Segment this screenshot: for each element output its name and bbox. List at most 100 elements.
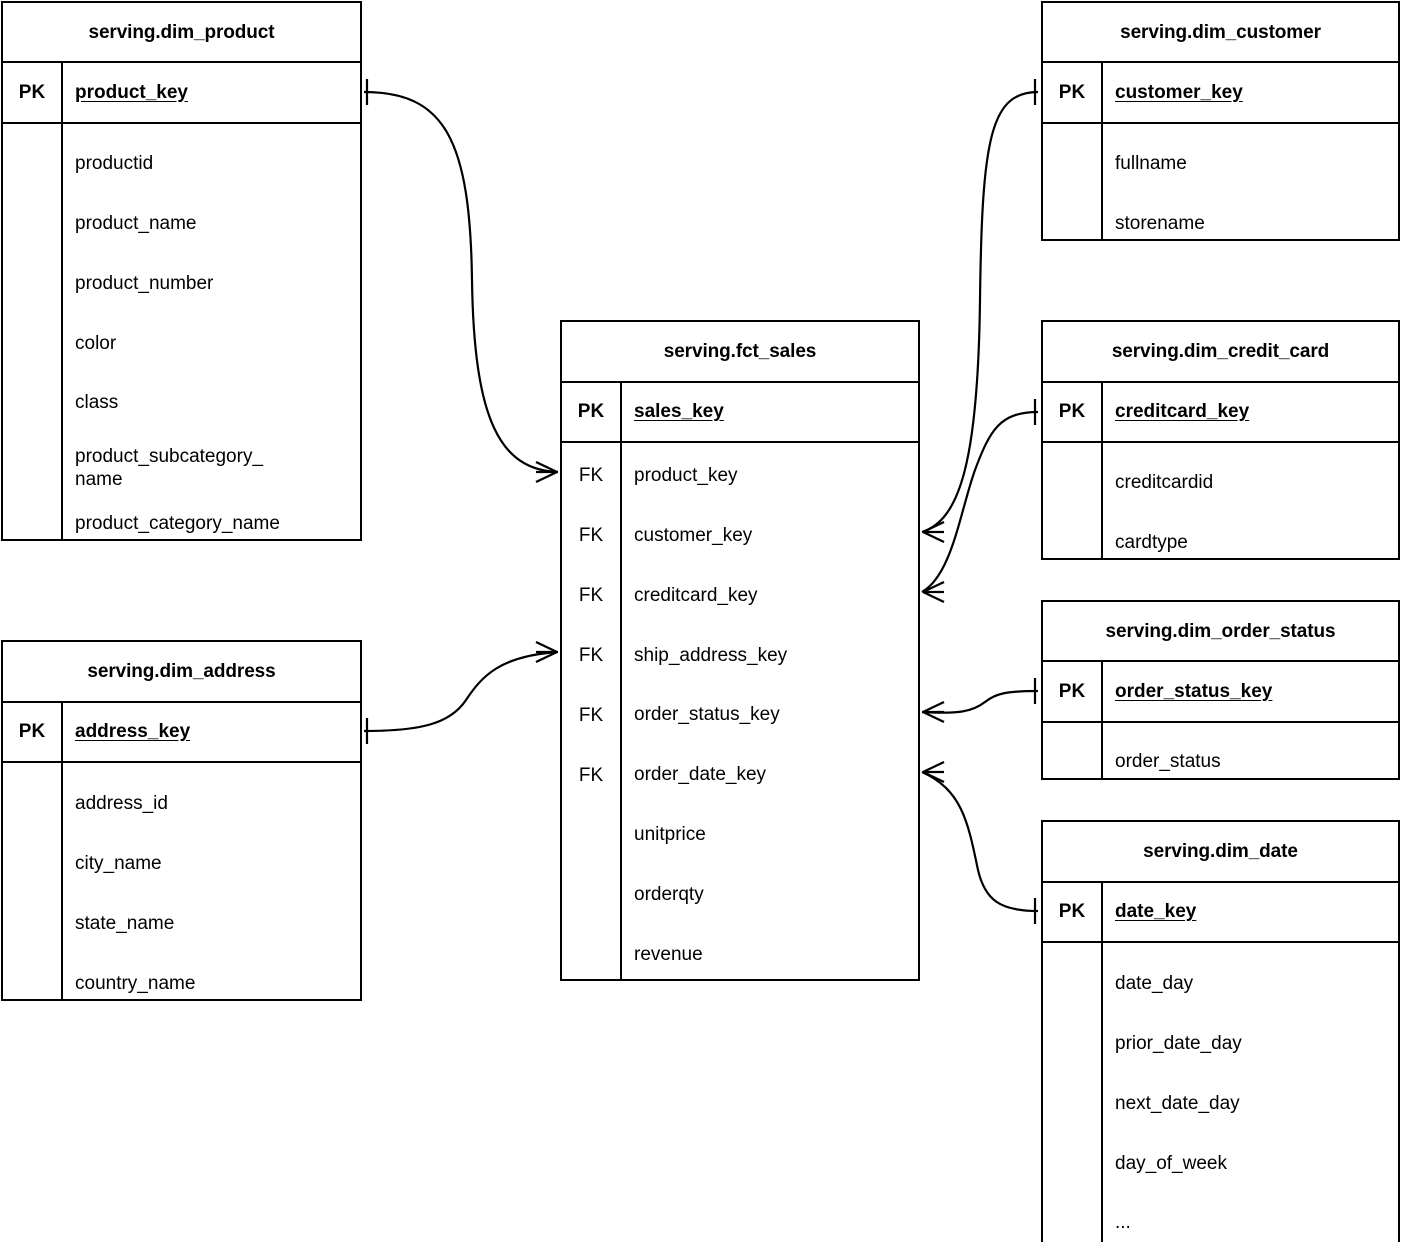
pk-name-fct-sales: sales_key [634, 401, 724, 422]
attribute-row: product_subcategory_ [75, 446, 264, 468]
attribute-row: cardtype [1115, 531, 1188, 553]
crowsfoot-icon [922, 521, 945, 533]
blank-key-col-dim-address [3, 763, 63, 999]
attribute-row: product_number [75, 272, 214, 294]
attribute-row: creditcardid [1115, 472, 1214, 493]
relationship-address-to-sales [363, 641, 559, 744]
attribute-row: state_name [75, 912, 175, 934]
entity-title-dim-order-status: serving.dim_order_status [1043, 602, 1398, 662]
fk-tag-column-fct-sales: FK FK FK FK FK FK [562, 443, 622, 979]
attribute-row: address_id [75, 793, 168, 814]
relationship-line [921, 90, 1039, 534]
fk-tag: FK [578, 705, 604, 726]
pk-tag-dim-product: PK [3, 63, 63, 122]
relationship-creditcard-to-sales [921, 399, 1039, 603]
attribute-row: order_status_key [634, 704, 780, 726]
pk-tag-dim-order-status: PK [1043, 662, 1103, 721]
relationship-line [921, 770, 1039, 913]
pk-tag-fct-sales: PK [562, 383, 622, 441]
crowsfoot-icon [922, 701, 945, 713]
attribute-row: city_name [75, 852, 162, 874]
entity-title-fct-sales: serving.fct_sales [562, 322, 918, 383]
attributes-dim-product: productid product_name product_number co… [3, 124, 360, 539]
entity-title-dim-credit-card: serving.dim_credit_card [1043, 322, 1398, 383]
attributes-dim-order-status: order_status [1043, 723, 1398, 778]
relationship-line [921, 689, 1039, 714]
attribute-row: next_date_day [1115, 1092, 1240, 1114]
pk-tag-dim-customer: PK [1043, 63, 1103, 122]
attribute-row: productid [75, 153, 154, 174]
entity-dim-credit-card[interactable]: serving.dim_credit_card PK creditcard_ke… [1041, 320, 1400, 560]
blank-key-col-dim-date [1043, 943, 1103, 1242]
attribute-row: order_date_key [634, 764, 767, 786]
attributes-dim-credit-card: creditcardid cardtype [1043, 443, 1398, 558]
pk-name-dim-customer: customer_key [1115, 81, 1243, 103]
pk-row-dim-product: PK product_key [3, 63, 360, 124]
relationship-date-to-sales [921, 761, 1039, 924]
relationship-order-status-to-sales [921, 678, 1039, 723]
blank-key-col-dim-order-status [1043, 723, 1103, 778]
pk-tag-dim-credit-card: PK [1043, 383, 1103, 441]
fk-tag: FK [578, 525, 604, 546]
attribute-row: country_name [75, 972, 196, 994]
crowsfoot-icon [535, 641, 558, 653]
blank-key-col-dim-credit-card [1043, 443, 1103, 558]
attributes-dim-address: address_id city_name state_name country_… [3, 763, 360, 999]
entity-dim-customer[interactable]: serving.dim_customer PK customer_key ful… [1041, 1, 1400, 241]
entity-dim-address[interactable]: serving.dim_address PK address_key addre… [1, 640, 362, 1001]
attribute-row: ship_address_key [634, 644, 788, 666]
pk-name-dim-order-status: order_status_key [1115, 680, 1273, 702]
pk-row-dim-order-status: PK order_status_key [1043, 662, 1398, 723]
attributes-dim-date: date_day prior_date_day next_date_day da… [1043, 943, 1398, 1242]
crowsfoot-icon [535, 461, 558, 473]
crowsfoot-icon [922, 771, 945, 783]
pk-row-dim-date: PK date_key [1043, 883, 1398, 943]
pk-row-dim-credit-card: PK creditcard_key [1043, 383, 1398, 443]
attribute-row: creditcard_key [634, 584, 758, 606]
pk-row-dim-customer: PK customer_key [1043, 63, 1398, 124]
attribute-row: product_key [634, 465, 738, 486]
attribute-row: order_status [1115, 751, 1221, 772]
pk-name-dim-address: address_key [75, 721, 191, 742]
pk-row-fct-sales: PK sales_key [562, 383, 918, 443]
crowsfoot-icon [535, 471, 558, 483]
attribute-row: customer_key [634, 524, 753, 546]
pk-tag-dim-date: PK [1043, 883, 1103, 941]
attribute-row: date_day [1115, 973, 1194, 994]
relationship-line [921, 410, 1039, 593]
crowsfoot-icon [535, 651, 558, 663]
attribute-row: name [75, 469, 123, 491]
blank-key-col-dim-customer [1043, 124, 1103, 239]
pk-name-dim-credit-card: creditcard_key [1115, 401, 1250, 422]
crowsfoot-icon [922, 761, 945, 773]
entity-title-dim-product: serving.dim_product [3, 3, 360, 63]
attribute-row: product_name [75, 212, 197, 234]
attributes-fct-sales: FK FK FK FK FK FK product_key customer_k… [562, 443, 918, 979]
attribute-row: day_of_week [1115, 1152, 1227, 1174]
entity-fct-sales[interactable]: serving.fct_sales PK sales_key FK FK FK … [560, 320, 920, 981]
attribute-row: orderqty [634, 883, 704, 905]
pk-name-dim-date: date_key [1115, 901, 1197, 922]
fk-tag: FK [578, 465, 604, 486]
fk-tag: FK [578, 645, 604, 666]
entity-title-dim-address: serving.dim_address [3, 642, 360, 703]
pk-tag-dim-address: PK [3, 703, 63, 761]
attribute-row: ... [1115, 1212, 1131, 1234]
attribute-row: unitprice [634, 824, 706, 846]
pk-row-dim-address: PK address_key [3, 703, 360, 763]
crowsfoot-icon [922, 591, 945, 603]
entity-dim-product[interactable]: serving.dim_product PK product_key produ… [1, 1, 362, 541]
relationship-product-to-sales [363, 79, 559, 483]
pk-name-dim-product: product_key [75, 81, 188, 103]
entity-title-dim-customer: serving.dim_customer [1043, 3, 1398, 63]
crowsfoot-icon [922, 531, 945, 543]
entity-dim-date[interactable]: serving.dim_date PK date_key date_day pr… [1041, 820, 1400, 1242]
attribute-row: prior_date_day [1115, 1032, 1242, 1054]
attribute-row: fullname [1115, 153, 1187, 174]
blank-key-col-dim-product [3, 124, 63, 539]
entity-title-dim-date: serving.dim_date [1043, 822, 1398, 883]
entity-dim-order-status[interactable]: serving.dim_order_status PK order_status… [1041, 600, 1400, 780]
attributes-dim-customer: fullname storename [1043, 124, 1398, 239]
relationship-customer-to-sales [921, 79, 1039, 543]
